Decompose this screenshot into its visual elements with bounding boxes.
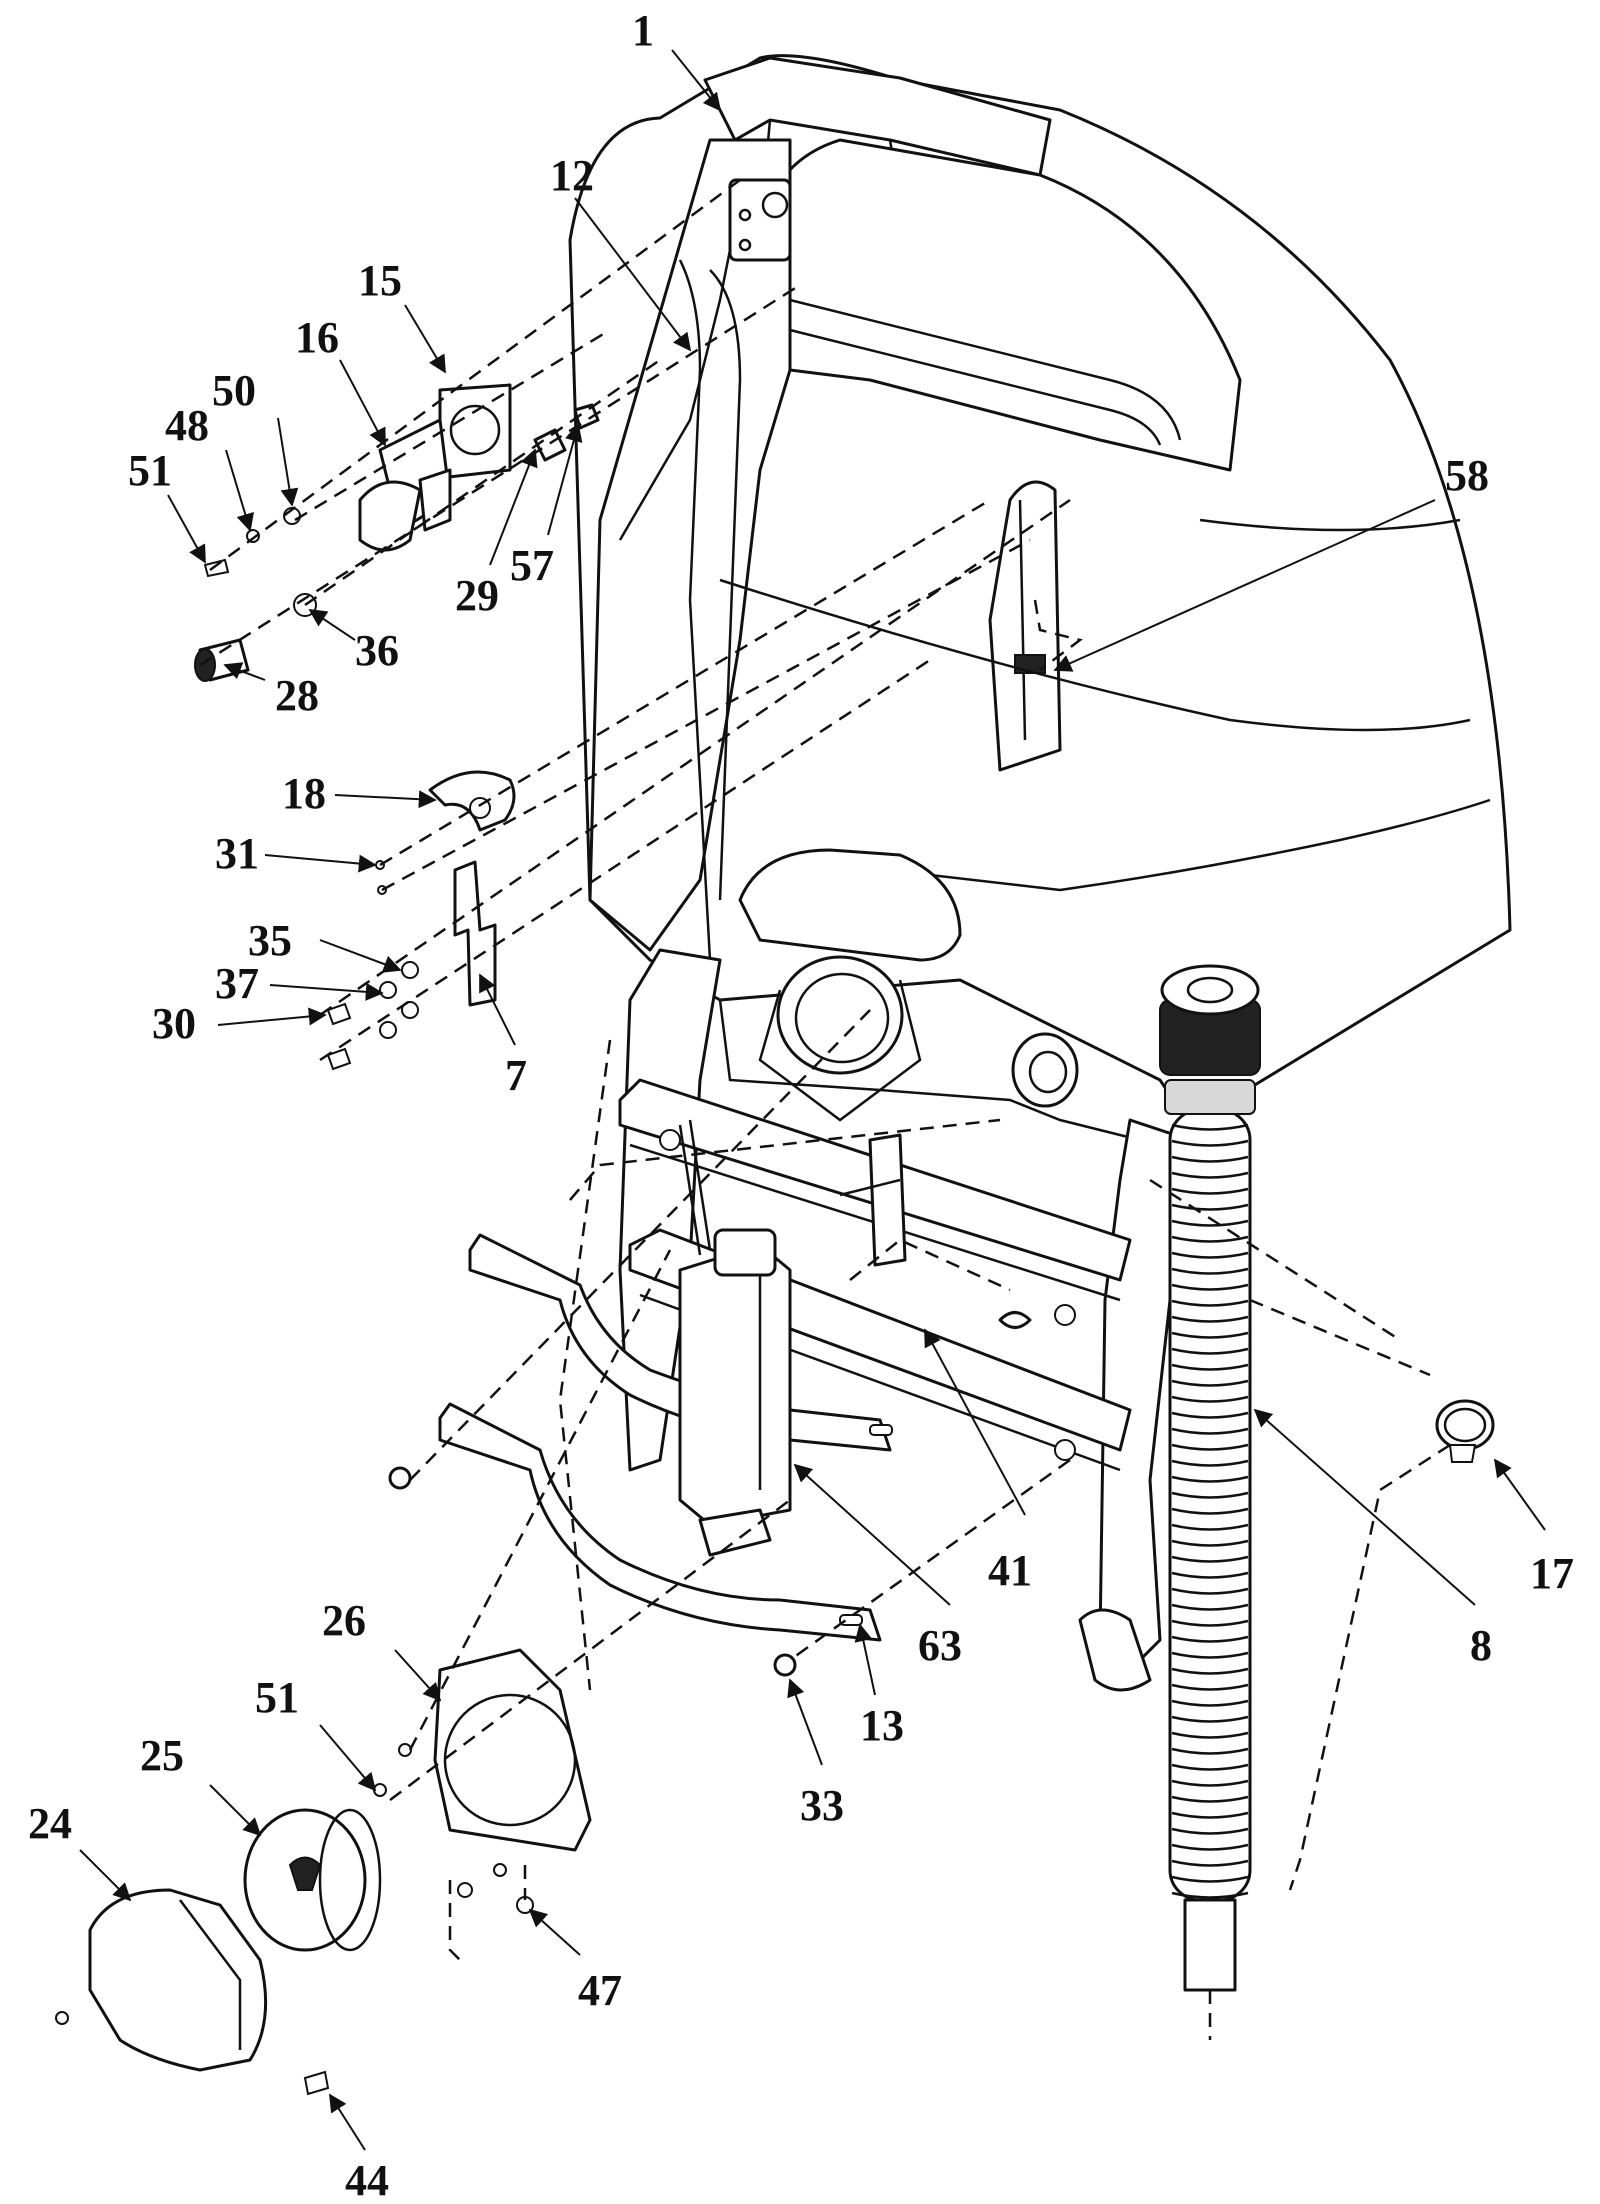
lower-frame <box>618 948 1192 1692</box>
hose-rib <box>1171 1523 1249 1531</box>
callout-30: 30 <box>152 999 196 1048</box>
hose-rib <box>1171 1459 1249 1467</box>
callout-41: 41 <box>988 1546 1032 1595</box>
callout-57: 57 <box>510 541 554 590</box>
hose-rib <box>1171 1443 1249 1451</box>
valve-assembly <box>194 383 600 682</box>
callout-12: 12 <box>550 151 594 200</box>
hose-rib <box>1171 1587 1249 1595</box>
hose-rib <box>1171 1347 1249 1355</box>
hose-rib <box>1171 1171 1249 1179</box>
hose-rib <box>1171 1235 1249 1243</box>
callout-36: 36 <box>355 626 399 675</box>
hose-rib <box>1171 1859 1249 1867</box>
callout-24: 24 <box>28 1799 72 1848</box>
hose-rib <box>1171 1747 1249 1755</box>
hose-rib <box>1171 1683 1249 1691</box>
hose-rib <box>1171 1203 1249 1211</box>
callout-8: 8 <box>1470 1621 1492 1670</box>
hose-rib <box>1171 1651 1249 1659</box>
callout-37: 37 <box>215 959 259 1008</box>
hose-rib <box>1171 1843 1249 1851</box>
hose-rib <box>1171 1251 1249 1259</box>
callout-35: 35 <box>248 916 292 965</box>
hose-rib <box>1171 1891 1249 1899</box>
hose-rib <box>1171 1635 1249 1643</box>
callout-63: 63 <box>918 1621 962 1670</box>
hose-rib <box>1171 1299 1249 1307</box>
callout-51-bottom: 51 <box>255 1673 299 1722</box>
hose-rib <box>1171 1427 1249 1435</box>
hose-rib <box>1171 1219 1249 1227</box>
hose-rib <box>1171 1155 1249 1163</box>
hose-rib <box>1171 1731 1249 1739</box>
callout-18: 18 <box>282 769 326 818</box>
hose-rib <box>1171 1363 1249 1371</box>
hose-rib <box>1171 1811 1249 1819</box>
callout-15: 15 <box>358 256 402 305</box>
hose-rib <box>1171 1763 1249 1771</box>
hose-rib <box>1171 1379 1249 1387</box>
hose-rib <box>1171 1123 1249 1131</box>
hose-rib <box>1171 1507 1249 1515</box>
callout-33: 33 <box>800 1781 844 1830</box>
hose-rib <box>1171 1139 1249 1147</box>
hose-rib <box>1171 1267 1249 1275</box>
hose-rib <box>1171 1411 1249 1419</box>
hose-rib <box>1171 1331 1249 1339</box>
hose-clamp-17 <box>1435 1399 1495 1463</box>
callout-25: 25 <box>140 1731 184 1780</box>
callout-7: 7 <box>505 1051 527 1100</box>
hose-rib <box>1171 1555 1249 1563</box>
hose-rib <box>1171 1283 1249 1291</box>
drain-hose-8 <box>1159 964 1261 1992</box>
hose-rib <box>1171 1715 1249 1723</box>
hose-rib <box>1171 1667 1249 1675</box>
hose-rib <box>1171 1315 1249 1323</box>
callout-1: 1 <box>632 6 654 55</box>
leaders <box>79 49 1546 2151</box>
cover-assembly <box>55 1466 797 2096</box>
callout-17: 17 <box>1530 1549 1574 1598</box>
hose-rib <box>1171 1619 1249 1627</box>
hose-rib <box>1171 1699 1249 1707</box>
callout-16: 16 <box>295 313 339 362</box>
assembly-lines <box>199 178 1451 2040</box>
hose-rib <box>1171 1603 1249 1611</box>
callout-58: 58 <box>1445 451 1489 500</box>
callout-13: 13 <box>860 1701 904 1750</box>
callout-51-top: 51 <box>128 446 172 495</box>
hose-rib <box>1171 1779 1249 1787</box>
actuator-63 <box>678 1119 792 1557</box>
hose-rib <box>1171 1795 1249 1803</box>
hose-rib <box>1171 1571 1249 1579</box>
callout-47: 47 <box>578 1966 622 2015</box>
callout-48: 48 <box>165 401 209 450</box>
callout-44: 44 <box>345 2156 389 2204</box>
hose-rib <box>1171 1187 1249 1195</box>
hose-rib <box>1171 1395 1249 1403</box>
hose-rib <box>1171 1491 1249 1499</box>
callout-31: 31 <box>215 829 259 878</box>
callout-50: 50 <box>212 366 256 415</box>
hose-rib <box>1171 1875 1249 1883</box>
hose-rib <box>1171 1827 1249 1835</box>
strap-assembly <box>438 1233 893 1642</box>
hose-rib <box>1171 1539 1249 1547</box>
recovery-tank <box>568 54 1512 1142</box>
hose-rib <box>1171 1475 1249 1483</box>
callout-26: 26 <box>322 1596 366 1645</box>
callout-numbers: 1 12 15 16 50 48 51 29 57 36 28 58 18 31… <box>28 6 1574 2204</box>
callout-29: 29 <box>455 571 499 620</box>
callout-28: 28 <box>275 671 319 720</box>
